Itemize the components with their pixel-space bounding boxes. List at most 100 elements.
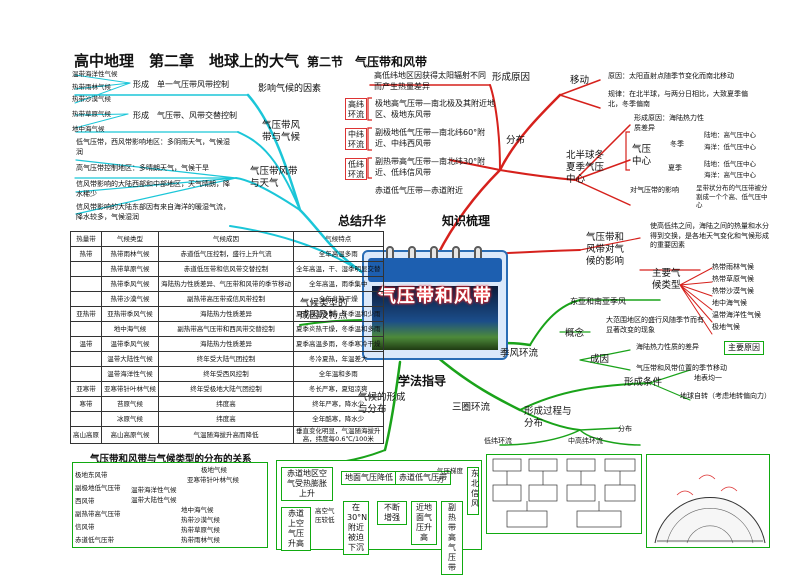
- move-cause: 原因：太阳直射点随季节变化而南北移动: [608, 72, 734, 80]
- pressure-center: 气压中心: [632, 144, 652, 167]
- mid-cell: 中高纬环流: [568, 437, 603, 445]
- weather-note-4: 信风带影响的大陆东部因有来自海洋的暖湿气流，降水较多，气候湿润: [76, 203, 230, 221]
- table-row: 亚热带亚热带季风气候海陆热力性质差异夏季高温多雨，冬季温和少雨: [70, 306, 384, 322]
- table-cell: 海陆热力性质差异、气压带和风带的季节移动: [158, 276, 294, 292]
- type-item: 热带雨林气候: [712, 263, 754, 271]
- concept-desc: 大范围地区的盛行风随季节而有显著改变的现象: [606, 316, 704, 334]
- table-cell: 全年温和多雨: [293, 366, 384, 382]
- influence-factors: 影响气候的因素: [258, 84, 322, 94]
- cause-main: 主要原因: [724, 341, 764, 355]
- center-image: 气压带和风带: [362, 246, 508, 360]
- table-cell: 赤道低压带和信风带交替控制: [158, 261, 294, 277]
- form1-label: 形成: [133, 79, 149, 90]
- climate-item: 热带沙漠气候: [72, 95, 111, 103]
- table-row: 温带温带季风气候海陆热力性质差异夏季高温多雨，冬季寒冷干燥: [70, 336, 384, 352]
- calendar-header: [368, 258, 502, 282]
- belt-climate-label: 气压带风带与气候: [262, 120, 301, 143]
- table-cell: 终年受西风控制: [158, 366, 294, 382]
- table-header: 气候类型: [101, 231, 159, 247]
- effect-label: 对气压带的影响: [630, 186, 679, 194]
- mid-lat-desc: 副极地低气压带—南北纬60°附近、中纬西风带: [375, 128, 486, 148]
- low-cell: 低纬环流: [484, 437, 512, 445]
- table-cell: 全年酷寒，降水少: [293, 411, 384, 427]
- table-cell: 热带季风气候: [101, 276, 159, 292]
- table-cell: 热带草原气候: [101, 261, 159, 277]
- table-cell: 高山高原气候: [101, 426, 159, 444]
- distribution-label: 分布: [506, 135, 526, 146]
- table-cell: 海陆热力性质差异: [158, 336, 294, 352]
- form1-text: 形成: [133, 80, 149, 89]
- table-row: 热带热带雨林气候赤道低气压控制，盛行上升气流全年高温多雨: [70, 246, 384, 262]
- table-header-row: 热量带 气候类型 气候成因 气候特点: [70, 231, 384, 247]
- influence-desc: 使高低纬之间，海陆之间的热量和水分得到交换，是各地天气变化和气候形成的重要因素: [650, 222, 769, 249]
- table-cell: 热带沙漠气候: [101, 291, 159, 307]
- belt-climate: 温带海洋性气候: [131, 486, 177, 494]
- table-cell: 副热带高气压带和西风带交替控制: [158, 321, 294, 337]
- belt-climate: 热带草原气候: [181, 526, 220, 534]
- table-cell: 终年严寒，降水少: [293, 396, 384, 412]
- summer-land: 陆地：低气压中心: [704, 160, 756, 168]
- move-rule: 规律：在北半球，与两分日相比，大致夏季偏北，冬季偏南: [608, 90, 748, 108]
- low-lat-desc: 副热带高气压带—南北纬30°附近、低纬信风带: [375, 157, 486, 177]
- table-cell: 夏季炎热干燥，冬季温和多雨: [293, 321, 384, 337]
- move-label: 移动: [570, 75, 590, 86]
- climate-table: 热量带 气候类型 气候成因 气候特点 热带热带雨林气候赤道低气压控制，盛行上升气…: [70, 231, 384, 444]
- monsoon-label: 季风环流: [500, 348, 539, 359]
- main-types: 主要气候类型: [652, 268, 681, 291]
- table-cell: 温带季风气候: [101, 336, 159, 352]
- type-item: 热带草原气候: [712, 275, 754, 283]
- belt-climate-diagram: 极地东风带 副极地低气压带 西风带 副热带高气压带 信风带 赤道低气压带 极地气…: [72, 462, 268, 548]
- flow-box: 东北信风: [467, 467, 479, 515]
- table-cell: [70, 351, 102, 367]
- weather-note-1: 低气压带，西风带影响地区：多阴雨天气，气候湿润: [76, 138, 230, 156]
- table-row: 地中海气候副热带高气压带和西风带交替控制夏季炎热干燥，冬季温和多雨: [70, 321, 384, 337]
- climate-list-2: 热带草原气候 地中海气候: [72, 110, 111, 133]
- table-header: 热量带: [70, 231, 102, 247]
- summer-sea: 海洋：高气压中心: [704, 171, 756, 179]
- belt-climates: 极地气候 亚寒带针叶林气候 温带海洋性气候 温带大陆性气候 地中海气候 热带沙漠…: [131, 465, 239, 545]
- table-row: 温带大陆性气候终年受大陆气团控制冬冷夏热，年温差大: [70, 351, 384, 367]
- table-cell: [70, 366, 102, 382]
- table-cell: [70, 321, 102, 337]
- winter-land: 陆地：高气压中心: [704, 131, 756, 139]
- winter-label: 冬季: [670, 140, 684, 148]
- cell-diagram: [486, 454, 642, 534]
- climate-item: 温带海洋性气候: [72, 70, 118, 78]
- low-cell-flow: 赤道地区空气受热膨胀上升 地面气压降低 赤道低气压带 东北信风 赤道上空气压升高…: [276, 460, 482, 575]
- belt-climate: 热带沙漠气候: [181, 516, 220, 524]
- formation-desc: 高低纬地区因获得太阳辐射不同而产生热量差异: [374, 71, 486, 91]
- branch-summary: 总结升华: [338, 214, 387, 228]
- flow-box: 副热带高气压带: [441, 501, 463, 575]
- flow-box: 不断增强: [377, 501, 407, 525]
- table-cell: 高山高原: [70, 426, 102, 444]
- winter-sea: 海洋：低气压中心: [704, 143, 756, 151]
- cause-label: 成因: [590, 354, 610, 365]
- table-cell: [70, 291, 102, 307]
- table-cell: [70, 261, 102, 277]
- mid-lat-cell: 中纬环流: [345, 128, 367, 150]
- weather-note-2: 高气压带控制地区：多晴朗天气，气候干旱: [76, 164, 209, 172]
- table-cell: 赤道低气压控制，盛行上升气流: [158, 246, 294, 262]
- title-sub: 第二节 气压带和风带: [307, 55, 428, 69]
- cond1: 地表均一: [694, 374, 722, 382]
- flow-box: 赤道地区空气受热膨胀上升: [281, 467, 333, 501]
- center-caption: 气压带和风带: [378, 286, 492, 307]
- form2-desc: 气压带、风带交替控制: [157, 111, 237, 120]
- table-cell: 亚寒带: [70, 381, 102, 397]
- table-cell: 全年高温多雨: [293, 246, 384, 262]
- cause1: 海陆热力性质的差异: [636, 343, 699, 351]
- climate-item: 热带雨林气候: [72, 82, 111, 91]
- table-cell: 夏季高温多雨，冬季温和少雨: [293, 306, 384, 322]
- belt-weather-label: 气压带风带与天气: [250, 166, 298, 189]
- low-lat-cell: 低纬环流: [345, 158, 367, 180]
- summer-label: 夏季: [668, 164, 682, 172]
- type-item: 热带沙漠气候: [712, 287, 754, 295]
- belt-name: 副热带高气压带: [75, 510, 121, 518]
- table-cell: 终年受大陆气团控制: [158, 351, 294, 367]
- table-cell: 温带: [70, 336, 102, 352]
- globe-diagram: [646, 454, 770, 548]
- belt-climate: 温带大陆性气候: [131, 496, 177, 504]
- table-cell: 纬度高: [158, 411, 294, 427]
- table-cell: 热带雨林气候: [101, 246, 159, 262]
- flow-box: 在30°N附近被迫下沉: [343, 501, 369, 555]
